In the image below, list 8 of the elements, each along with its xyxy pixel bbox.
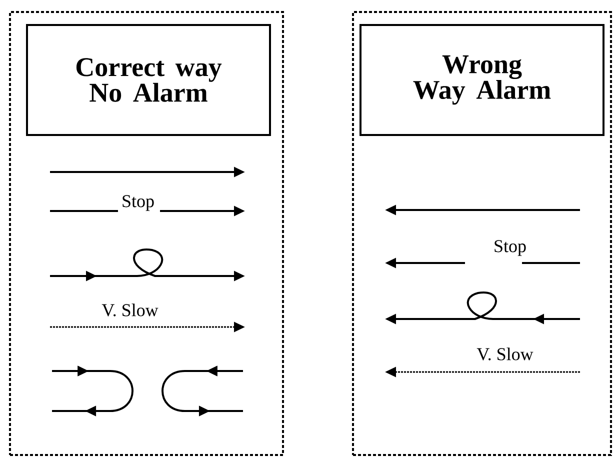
title-box: Wrong Way Alarm <box>360 24 604 136</box>
speed-label: Stop <box>492 239 528 257</box>
panel-border <box>9 11 284 456</box>
speed-label: V. Slow <box>100 302 160 318</box>
speed-label: V. Slow <box>476 346 534 362</box>
speed-label: Stop <box>120 194 156 212</box>
panel-border <box>352 11 612 456</box>
title-box: Correct way No Alarm <box>26 24 271 136</box>
